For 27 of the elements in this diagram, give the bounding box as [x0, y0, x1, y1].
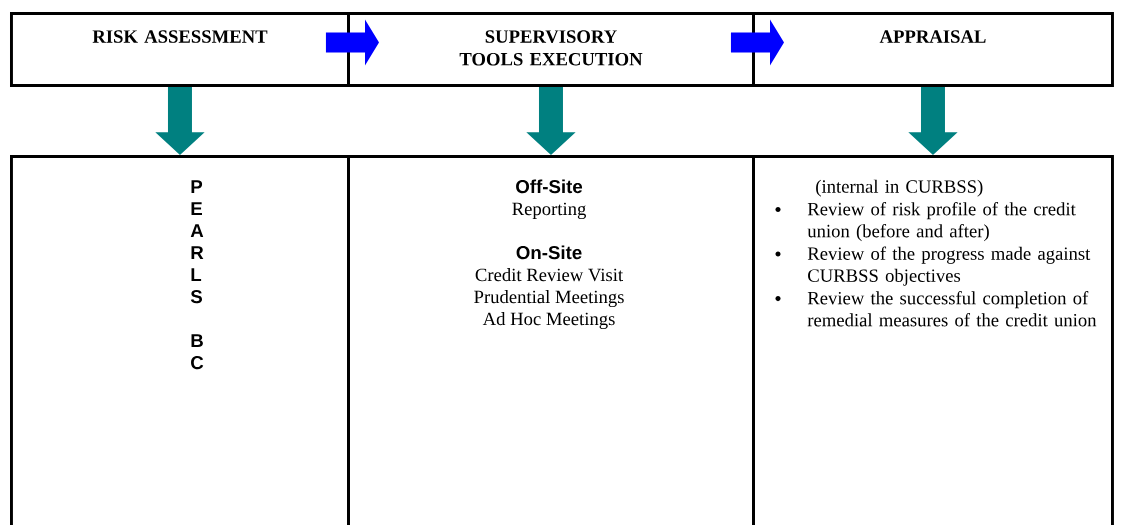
item-text: Reporting	[512, 202, 586, 220]
stage-box	[347, 12, 755, 87]
stage-box	[752, 12, 1114, 87]
column-cell	[752, 155, 1114, 525]
bullet-item: Review of the progress made against CURBSS objectives	[775, 246, 1091, 286]
letter: R	[191, 246, 204, 259]
letter: C	[191, 355, 204, 370]
column-cell	[347, 155, 755, 525]
stage-box	[10, 12, 350, 87]
letter: E	[191, 202, 202, 215]
section-heading: On-Site	[516, 245, 582, 260]
letter: S	[190, 289, 202, 304]
letter: L	[191, 268, 202, 281]
letter: B	[191, 334, 203, 347]
item-text: Prudential Meetings	[474, 290, 624, 308]
bullet-item: Review the successful completion of remedial measures of the credit union	[775, 291, 1097, 327]
letter: A	[190, 224, 204, 237]
stage-title: SUPERVISORY TOOLS EXECUTION	[459, 30, 643, 66]
item-text: Ad Hoc Meetings	[482, 312, 615, 330]
stage-title: APPRAISAL	[879, 30, 986, 43]
section-heading: Off-Site	[516, 179, 583, 194]
stage-title: RISK ASSESSMENT	[92, 30, 268, 43]
note-text: (internal in CURBSS)	[816, 179, 983, 197]
bullet-item: Review of risk profile of the credit union (before and after)	[775, 202, 1076, 242]
column-cell	[10, 155, 350, 525]
item-text: Credit Review Visit	[475, 268, 623, 282]
letter: P	[191, 180, 203, 193]
